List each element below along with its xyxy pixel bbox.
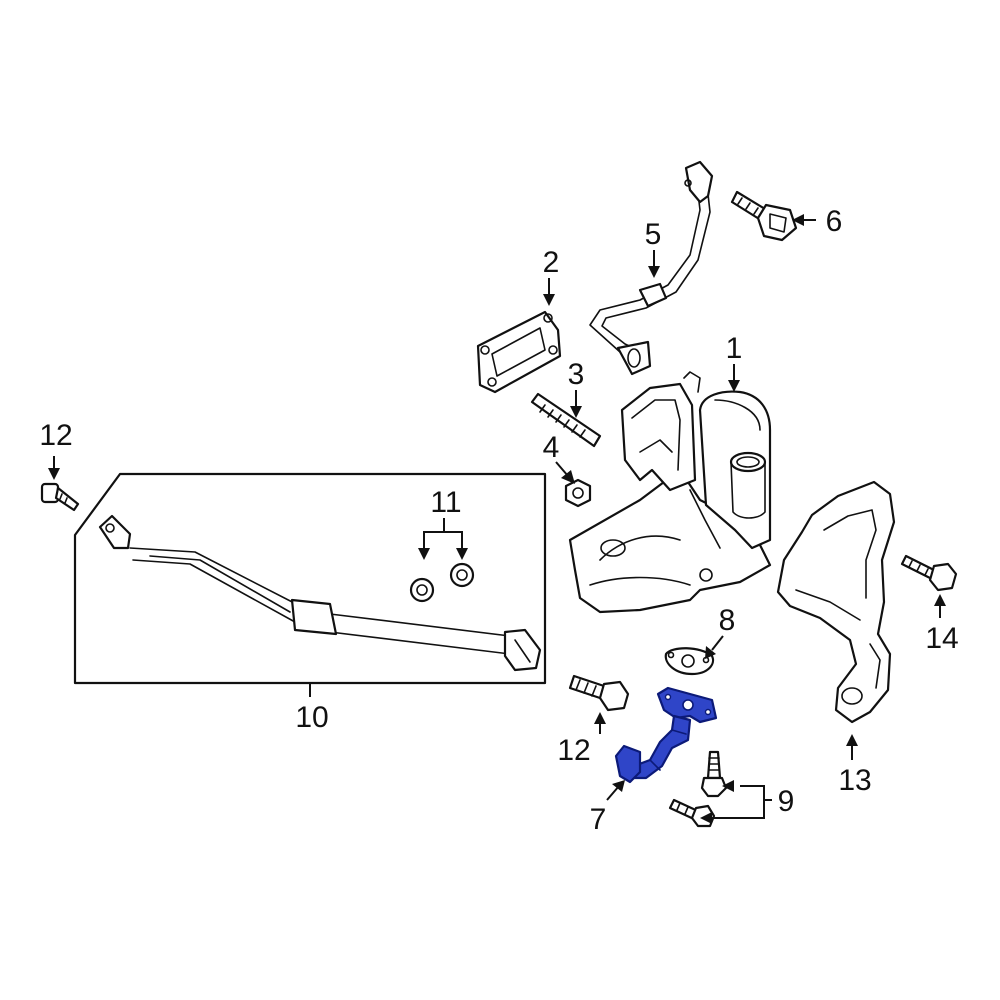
heat-shield[interactable] (776, 480, 896, 724)
bolt-12-lower[interactable] (568, 674, 630, 712)
washers[interactable] (409, 562, 475, 603)
turbocharger[interactable] (568, 371, 772, 614)
callout-labels: 1 2 3 4 5 6 7 8 9 10 11 12 12 13 14 (39, 205, 958, 836)
bolt-14[interactable] (900, 554, 958, 592)
callout-3: 3 (568, 358, 585, 391)
callout-4: 4 (543, 431, 560, 464)
callout-12-lower: 12 (557, 734, 590, 767)
callout-5: 5 (645, 218, 662, 251)
bolts-9[interactable] (668, 750, 728, 828)
callout-8: 8 (719, 604, 736, 637)
callout-11: 11 (430, 486, 461, 519)
coolant-line-assembly[interactable] (73, 472, 547, 685)
callout-12-top: 12 (39, 419, 72, 452)
oil-return-pipe[interactable] (614, 686, 718, 784)
callout-7: 7 (590, 803, 607, 836)
bolt-top-left[interactable] (40, 482, 80, 512)
callout-1: 1 (726, 332, 743, 365)
turbo-gasket[interactable] (476, 310, 562, 394)
return-gasket[interactable] (664, 647, 715, 676)
callout-2: 2 (543, 246, 560, 279)
nut[interactable] (564, 478, 592, 508)
oil-feed-line[interactable] (589, 160, 714, 376)
callout-14: 14 (925, 622, 958, 655)
callout-6: 6 (826, 205, 843, 238)
bolt-6[interactable] (730, 190, 798, 242)
leader-lines (48, 214, 946, 824)
callout-10: 10 (295, 701, 328, 734)
callout-9: 9 (778, 785, 795, 818)
callout-13: 13 (838, 764, 871, 797)
stud[interactable] (530, 392, 602, 448)
